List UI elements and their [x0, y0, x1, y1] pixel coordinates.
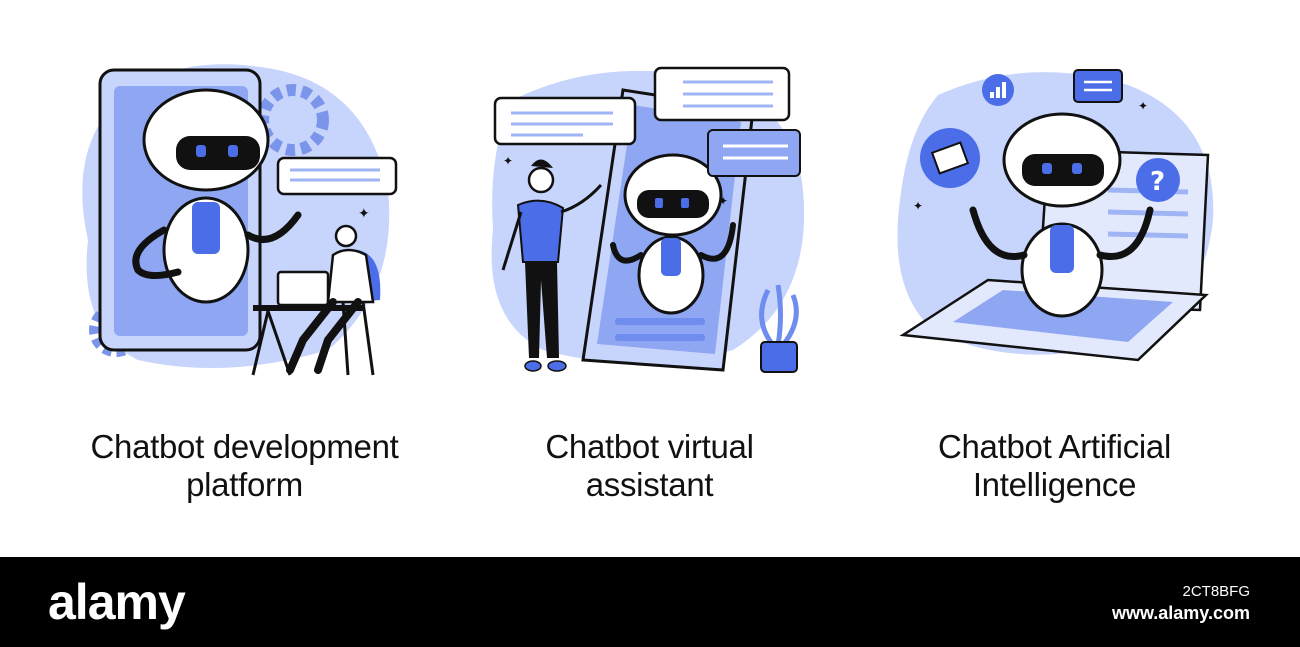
- panel-development-platform: ✦ Chatbot development platform: [28, 0, 461, 557]
- svg-text:✦: ✦: [913, 199, 923, 213]
- development-platform-illustration: ✦: [82, 64, 398, 376]
- caption-line: Chatbot Artificial: [937, 428, 1172, 465]
- image-id: 2CT8BFG: [1182, 583, 1250, 600]
- signal-bars-icon: [982, 74, 1014, 106]
- svg-text:✦: ✦: [718, 194, 728, 208]
- caption-line: assistant: [585, 466, 714, 503]
- question-mark-icon: ?: [1136, 158, 1180, 202]
- svg-text:✦: ✦: [1138, 99, 1148, 113]
- watermark-bar: alamy 2CT8BFG www.alamy.com: [0, 557, 1300, 647]
- panel-caption: Chatbot virtual assistant: [433, 428, 866, 504]
- svg-text:✦: ✦: [503, 154, 513, 168]
- panel-caption: Chatbot development platform: [28, 428, 461, 504]
- panel-artificial-intelligence: ? ✦ ✦ Chatbot Artificial Intelligence: [838, 0, 1271, 557]
- svg-text:✦: ✦: [358, 206, 370, 222]
- virtual-assistant-illustration: ✦ ✦: [491, 66, 805, 373]
- caption-line: Chatbot virtual: [545, 428, 754, 465]
- panel-caption: Chatbot Artificial Intelligence: [838, 428, 1271, 504]
- envelope-icon: [920, 128, 980, 188]
- svg-text:?: ?: [1150, 167, 1165, 197]
- caption-line: Chatbot development: [90, 428, 399, 465]
- artificial-intelligence-illustration: ? ✦ ✦: [897, 69, 1214, 362]
- site-url: www.alamy.com: [1111, 603, 1250, 623]
- alamy-logo: alamy: [48, 574, 186, 630]
- panel-virtual-assistant: ✦ ✦ Chatbot virtual assistant: [433, 0, 866, 557]
- caption-line: platform: [186, 466, 303, 503]
- caption-line: Intelligence: [972, 466, 1137, 503]
